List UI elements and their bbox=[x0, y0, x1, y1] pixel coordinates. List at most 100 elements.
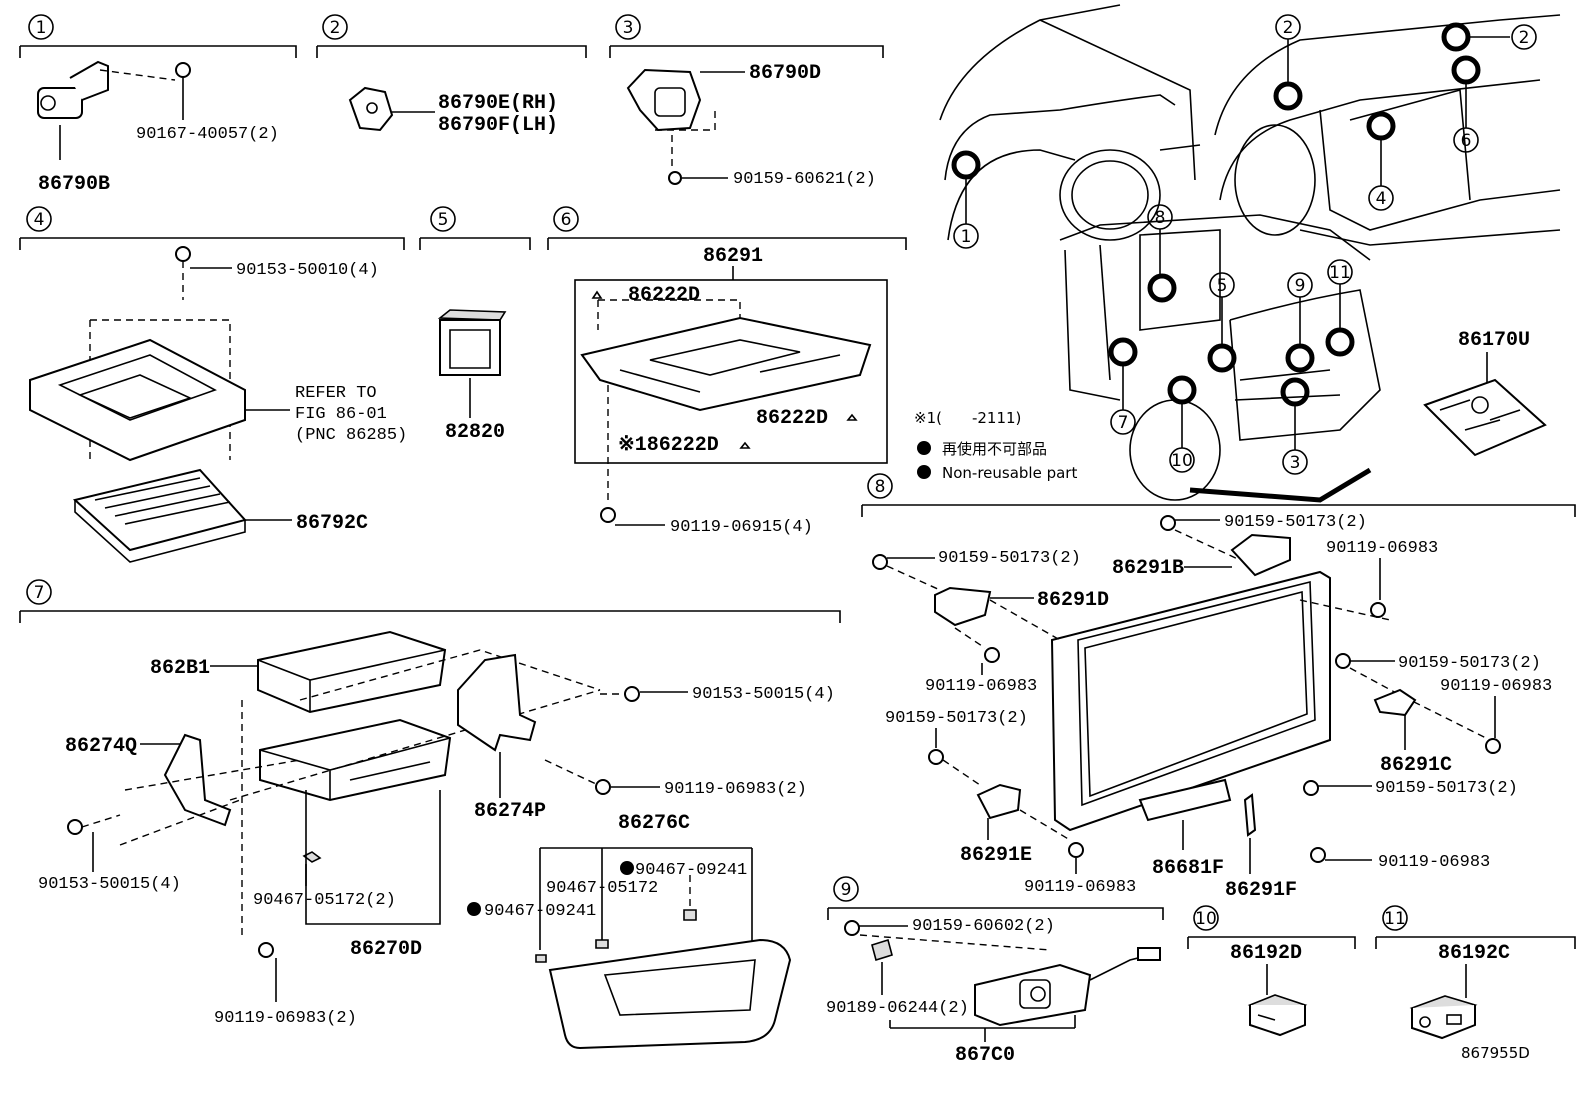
section-1-bracket bbox=[19, 45, 297, 58]
label-86291B: 86291B bbox=[1112, 557, 1184, 580]
label-82820: 82820 bbox=[445, 421, 505, 444]
label-90153-50015-left: 90153-50015(4) bbox=[38, 875, 181, 894]
callout-5: 5 bbox=[1217, 276, 1228, 296]
label-867C0: 867C0 bbox=[955, 1044, 1015, 1067]
label-90159-60602: 90159-60602(2) bbox=[912, 917, 1055, 936]
section-5: 5 82820 bbox=[419, 206, 531, 444]
label-90119-06983-b: 90119-06983(2) bbox=[214, 1009, 357, 1028]
section-3: 3 86790D 90159-60621(2) bbox=[609, 14, 884, 189]
section-9: 9 90159-60602(2) 90189-06244(2) 867C0 bbox=[826, 876, 1164, 1067]
callout-2b: 2 bbox=[1519, 28, 1530, 48]
bracket-86291 bbox=[580, 316, 872, 412]
label-86222D-a: 86222D bbox=[628, 284, 700, 307]
label-86790F-LH: 86790F(LH) bbox=[438, 114, 558, 137]
vehicle-views bbox=[939, 4, 1561, 503]
non-reusable-dot-icon bbox=[917, 441, 931, 455]
label-86222D-c: ※186222D bbox=[618, 434, 719, 457]
camera-86790E bbox=[348, 86, 394, 132]
label-90467-05172-2: 90467-05172(2) bbox=[253, 891, 396, 910]
non-reusable-dot-icon bbox=[467, 902, 481, 916]
section-5-bracket bbox=[419, 237, 531, 250]
callout-1: 1 bbox=[961, 227, 972, 247]
label-86792C: 86792C bbox=[296, 512, 368, 535]
label-86222D-b: 86222D bbox=[756, 407, 828, 430]
bracket-86274P bbox=[457, 653, 537, 752]
label-86170U: 86170U bbox=[1458, 329, 1530, 352]
label-86192D: 86192D bbox=[1230, 942, 1302, 965]
label-90159-60621: 90159-60621(2) bbox=[733, 170, 876, 189]
section-1-number: 1 bbox=[36, 18, 47, 38]
callout-7: 7 bbox=[1118, 413, 1129, 433]
section-9-number: 9 bbox=[841, 880, 852, 900]
section-4-bracket bbox=[19, 237, 405, 250]
non-reusable-dot-icon bbox=[620, 861, 634, 875]
section-10: 10 86192D bbox=[1187, 905, 1356, 1037]
label-90159-50173-b: 90159-50173(2) bbox=[1398, 654, 1541, 673]
label-90159-50173-a: 90159-50173(2) bbox=[938, 549, 1081, 568]
label-86291E: 86291E bbox=[960, 844, 1032, 867]
section-8: 8 90159-50173(2) 90119-06983 86291B 9015… bbox=[861, 473, 1576, 902]
section-3-number: 3 bbox=[623, 18, 634, 38]
section-2-bracket bbox=[316, 45, 587, 58]
callout-10: 10 bbox=[1171, 451, 1193, 471]
label-86291: 86291 bbox=[703, 245, 763, 268]
amplifier-86792C bbox=[72, 468, 247, 563]
label-90119-06983-c: 90119-06983 bbox=[1024, 878, 1136, 897]
section-2: 2 86790E(RH) 86790F(LH) bbox=[316, 14, 587, 137]
camera-867C0 bbox=[974, 947, 1161, 1027]
rear-camera-86790B bbox=[37, 60, 109, 160]
section-9-bracket bbox=[827, 907, 1164, 920]
label-862B1: 862B1 bbox=[150, 657, 210, 680]
label-86291C: 86291C bbox=[1380, 754, 1452, 777]
label-86192C: 86192C bbox=[1438, 942, 1510, 965]
footer-code: 867955D bbox=[1461, 1044, 1530, 1062]
label-90119-06915: 90119-06915(4) bbox=[670, 518, 813, 537]
label-86274P: 86274P bbox=[474, 800, 546, 823]
callout-8: 8 bbox=[1155, 208, 1166, 228]
refer-line-2: FIG 86-01 bbox=[295, 405, 387, 424]
bracket-frame bbox=[29, 338, 246, 462]
section-7-bracket bbox=[19, 610, 841, 623]
section-6-frame bbox=[574, 279, 888, 464]
section-7: 7 862B1 86274Q 90153-50015(4) 86274P bbox=[19, 579, 841, 1050]
usb-port-82820 bbox=[437, 309, 507, 376]
section-6: 6 86291 86222D 86222D ※186222D 90119-069… bbox=[547, 206, 907, 537]
label-90189-06244: 90189-06244(2) bbox=[826, 999, 969, 1018]
bracket-86274Q bbox=[163, 733, 232, 827]
section-3-bracket bbox=[609, 45, 884, 58]
section-2-number: 2 bbox=[330, 18, 341, 38]
label-90167-40057: 90167-40057(2) bbox=[136, 125, 279, 144]
unit-86270D bbox=[259, 718, 452, 802]
label-86276C: 86276C bbox=[618, 812, 690, 835]
non-reusable-dot-icon bbox=[917, 465, 931, 479]
section-8-bracket bbox=[861, 504, 1576, 517]
callout-2a: 2 bbox=[1283, 18, 1294, 38]
section-11-number: 11 bbox=[1384, 909, 1406, 929]
label-90159-50173-d: 90159-50173(2) bbox=[1375, 779, 1518, 798]
label-86274Q: 86274Q bbox=[65, 735, 137, 758]
section-4: 4 90153-50010(4) REFER TO FIG 86-01 (PNC… bbox=[19, 206, 407, 563]
camera-86790D bbox=[626, 68, 716, 132]
legend-en: Non-reusable part bbox=[942, 464, 1077, 482]
label-90159-50173-c: 90159-50173(2) bbox=[885, 709, 1028, 728]
refer-line-1: REFER TO bbox=[295, 384, 377, 403]
section-8-number: 8 bbox=[875, 477, 886, 497]
bolt-90167 bbox=[175, 62, 191, 95]
section-5-number: 5 bbox=[438, 210, 449, 230]
usb-jack-86192D bbox=[1247, 994, 1308, 1037]
label-90159-50173-top: 90159-50173(2) bbox=[1224, 513, 1367, 532]
vehicle-callouts: 1 2 2 6 4 8 5 9 11 bbox=[951, 14, 1537, 475]
callout-11: 11 bbox=[1329, 263, 1351, 283]
display-panel bbox=[1050, 570, 1331, 832]
label-90119-06983-b: 90119-06983 bbox=[1440, 677, 1552, 696]
section-6-number: 6 bbox=[561, 210, 572, 230]
label-90119-06983-a: 90119-06983(2) bbox=[664, 780, 807, 799]
label-90119-06983-top: 90119-06983 bbox=[1326, 539, 1438, 558]
section-11: 11 86192C bbox=[1375, 905, 1576, 1040]
callout-9: 9 bbox=[1295, 276, 1306, 296]
label-86291D: 86291D bbox=[1037, 589, 1109, 612]
section-1: 1 90167-40057(2) 86790B bbox=[19, 14, 297, 196]
section-11-bracket bbox=[1375, 936, 1576, 949]
label-90119-06983-a: 90119-06983 bbox=[925, 677, 1037, 696]
